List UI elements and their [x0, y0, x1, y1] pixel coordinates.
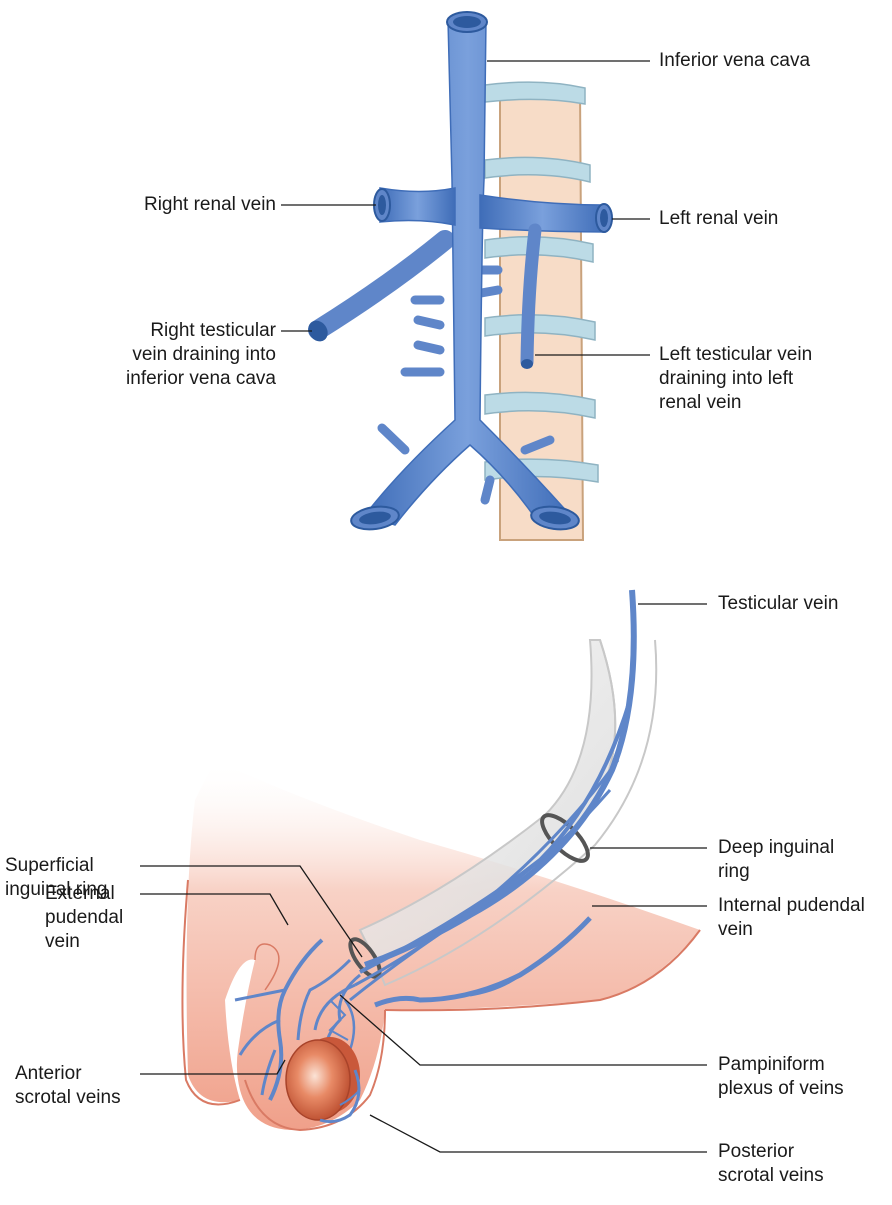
- label-right-testicular-vein: Right testicular vein draining into infe…: [80, 319, 276, 391]
- label-external-pudendal-vein: External pudendal vein: [45, 882, 135, 954]
- label-deep-inguinal-ring: Deep inguinal ring: [718, 836, 834, 884]
- label-right-renal-vein: Right renal vein: [90, 193, 276, 217]
- label-internal-pudendal-vein: Internal pudendal vein: [718, 894, 865, 942]
- label-left-renal-vein: Left renal vein: [659, 207, 778, 231]
- label-inferior-vena-cava: Inferior vena cava: [659, 49, 810, 73]
- label-pampiniform-plexus: Pampiniform plexus of veins: [718, 1053, 844, 1101]
- label-anterior-scrotal-veins: Anterior scrotal veins: [15, 1062, 135, 1110]
- label-testicular-vein: Testicular vein: [718, 592, 838, 616]
- label-posterior-scrotal-veins: Posterior scrotal veins: [718, 1140, 824, 1188]
- label-left-testicular-vein: Left testicular vein draining into left …: [659, 343, 812, 415]
